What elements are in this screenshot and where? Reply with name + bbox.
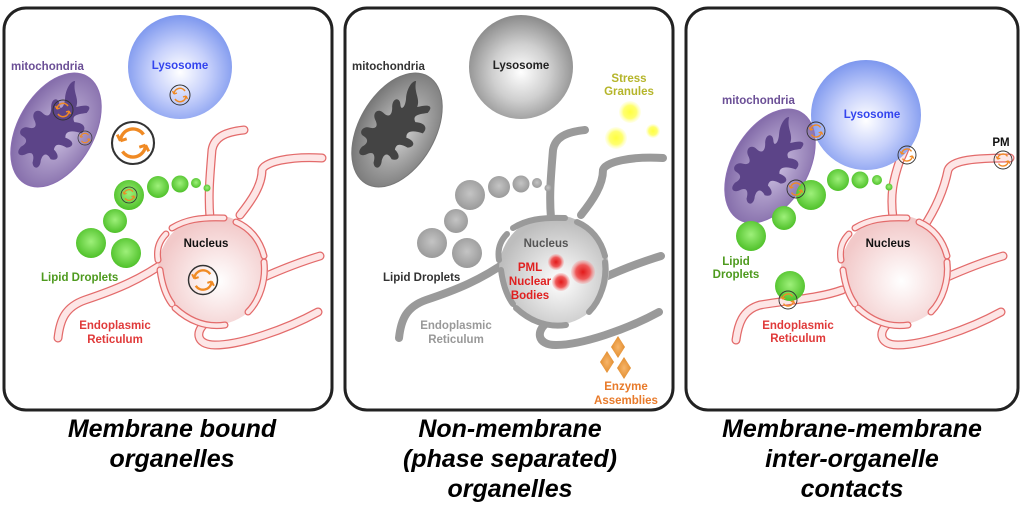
panel-1: Nucleus Lysosome mitochondria Lipid Dro <box>8 15 327 350</box>
nucleus-label: Nucleus <box>184 238 229 250</box>
nucleus <box>841 215 951 325</box>
caption-panel-1-line2: organelles <box>109 445 234 473</box>
lipid-droplets <box>736 169 893 301</box>
mitochondria-label: mitochondria <box>722 95 795 107</box>
lysosome <box>469 15 573 119</box>
pml-nuclear-bodies <box>548 254 595 291</box>
caption-panel-3-line3: contacts <box>801 475 904 503</box>
mitochondria-label: mitochondria <box>11 61 84 73</box>
stress-granules <box>605 101 660 149</box>
er-label-line2: Reticulum <box>428 334 484 346</box>
lipid-droplets-label-line1: Lipid <box>722 256 749 268</box>
caption-panel-2-line1: Non-membrane <box>418 415 601 443</box>
nuclear-envelope <box>154 214 268 330</box>
lipid-droplets-label: Lipid Droplets <box>383 272 460 284</box>
lysosome-label: Lysosome <box>493 60 549 72</box>
panel-2: Nucleus PML Nuclear Bodies Lysosome mito… <box>349 15 667 407</box>
lysosome-label: Lysosome <box>152 60 208 72</box>
mitochondrion <box>8 69 104 188</box>
lysosome <box>128 15 232 119</box>
caption-panel-2-line3: organelles <box>447 475 572 503</box>
lipid-droplets <box>417 175 552 268</box>
lipid-droplets-label: Lipid Droplets <box>41 272 118 284</box>
pml-label-line3: Bodies <box>511 290 549 302</box>
er-label-line2: Reticulum <box>87 334 143 346</box>
mitochondrion <box>349 69 445 188</box>
pm-label: PM <box>992 137 1009 149</box>
nucleus <box>499 215 609 325</box>
caption-panel-3-line1: Membrane-membrane <box>722 415 982 443</box>
lipid-droplets <box>76 175 211 268</box>
nuclear-envelope <box>837 214 951 330</box>
lipid-droplets-label-line2: Droplets <box>713 269 760 281</box>
caption-panel-2-line2: (phase separated) <box>403 445 617 473</box>
caption-panel-3-line2: inter-organelle <box>765 445 939 473</box>
enzyme-label-line2: Assemblies <box>594 395 658 407</box>
mitochondria-label: mitochondria <box>352 61 425 73</box>
nucleus-label: Nucleus <box>524 238 569 250</box>
nucleus-label: Nucleus <box>866 238 911 250</box>
lysosome-label: Lysosome <box>844 109 900 121</box>
nuclear-envelope <box>495 214 609 329</box>
pml-label-line2: Nuclear <box>509 276 552 288</box>
enzyme-label-line1: Enzyme <box>604 381 647 393</box>
stress-granules-label-line2: Granules <box>604 86 654 98</box>
enzyme-assemblies <box>600 336 631 379</box>
panel-3: Nucleus Lysosome mitochondria PM Lipid D… <box>713 60 1015 350</box>
stress-granules-label-line1: Stress <box>611 73 646 85</box>
er-label-line1: Endoplasmic <box>762 320 834 332</box>
endoplasmic-reticulum <box>53 125 327 350</box>
er-label-line2: Reticulum <box>770 333 826 345</box>
er-label-line1: Endoplasmic <box>420 320 492 332</box>
pml-label-line1: PML <box>518 262 542 274</box>
captions: Membrane bound organelles Non-membrane (… <box>68 415 982 503</box>
lysosome <box>811 60 921 170</box>
er-label-line1: Endoplasmic <box>79 320 151 332</box>
caption-panel-1-line1: Membrane bound <box>68 415 277 443</box>
